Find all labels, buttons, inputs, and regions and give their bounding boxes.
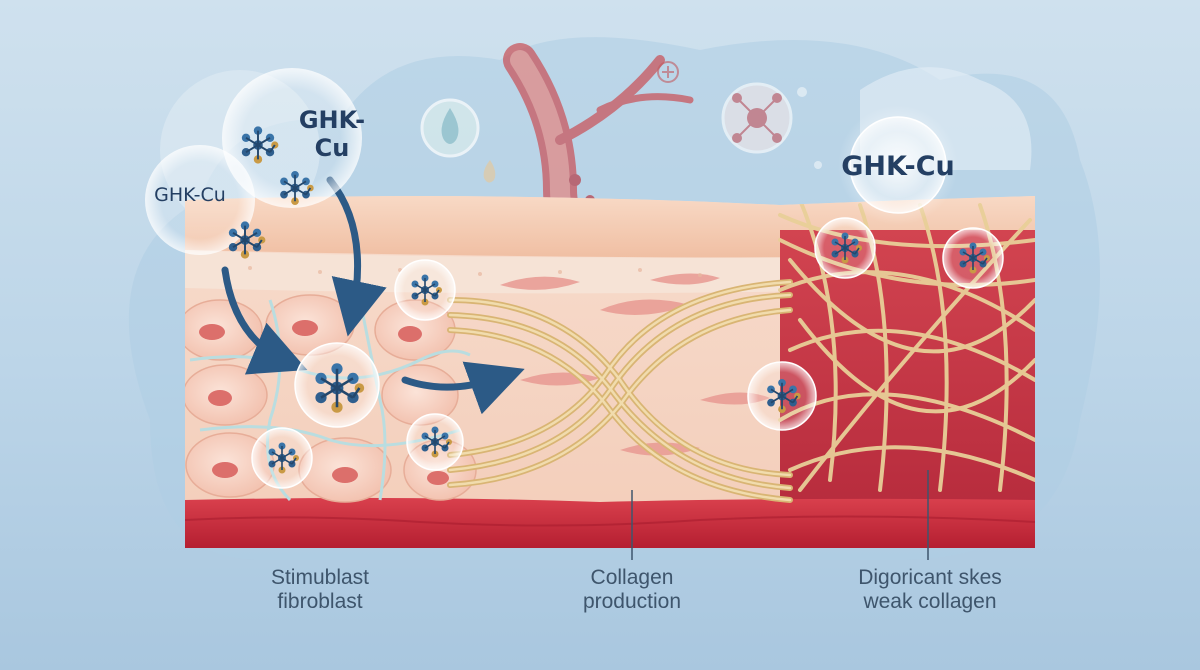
collagen-fibers: [447, 279, 793, 503]
ghk-cu-label-top: GHK-Cu: [298, 106, 366, 162]
stimulated-label-line1: Stimublast: [270, 566, 370, 589]
arrow-icon: [221, 176, 525, 415]
water-drop-icon: [420, 98, 496, 183]
weak-label-line2: weak collagen: [863, 590, 997, 613]
leader-lines: [631, 470, 929, 560]
stimulated-label-line2: fibroblast: [277, 590, 363, 613]
copper-molecule-icon: [721, 82, 822, 169]
weak-label-line1: Digoricant skes: [858, 566, 1002, 589]
collagen-production-label: Collagen production: [562, 566, 702, 614]
plus-icon: [657, 61, 679, 83]
stimulated-fibroblast-label: Stimublast fibroblast: [250, 566, 390, 614]
weak-collagen-mesh: [778, 198, 1035, 492]
collagen-label-line2: production: [582, 590, 682, 613]
collagen-label-line1: Collagen: [590, 566, 674, 589]
ghk-cu-molecules: [145, 68, 1004, 489]
epidermis-texture: [248, 266, 702, 277]
ghk-cu-label-left: GHK-Cu: [154, 184, 226, 206]
ghk-cu-label-right: GHK-Cu: [841, 151, 955, 182]
weak-collagen-label: Digoricant skes weak collagen: [830, 566, 1030, 614]
